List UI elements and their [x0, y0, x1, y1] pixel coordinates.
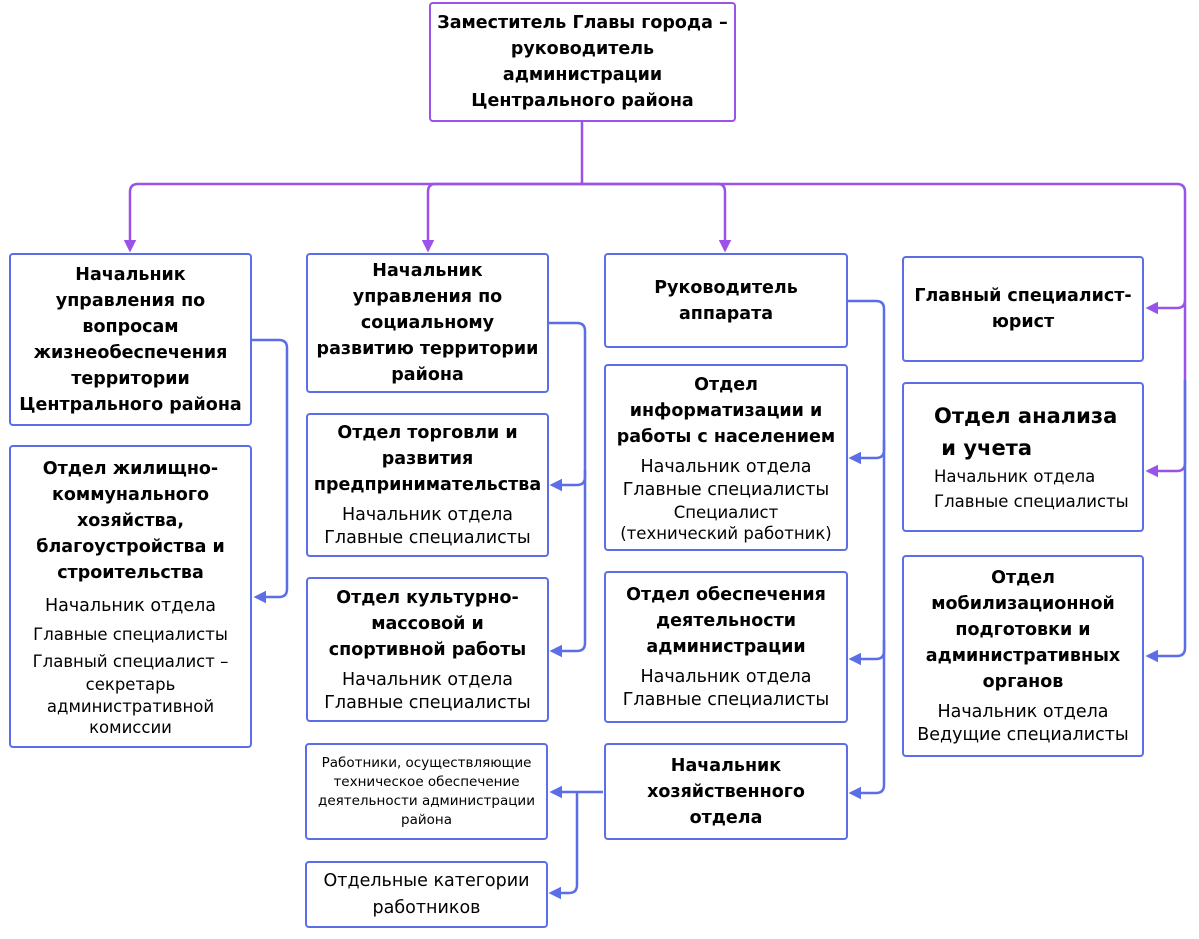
support-dept-title-line: администрации: [646, 637, 806, 657]
mobilization-dept-title-line: подготовки и: [955, 620, 1091, 640]
culture-dept-box: Отдел культурно- массовой и спортивной р…: [306, 577, 549, 722]
tech-workers-line: техническое обеспечение: [333, 773, 520, 790]
life-support-head-line: вопросам: [82, 316, 179, 337]
tech-workers-line: деятельности администрации: [318, 792, 535, 809]
life-support-head-line: территории: [71, 368, 190, 389]
household-head-line: отдела: [689, 807, 763, 828]
analysis-dept-staff-line: Начальник отдела: [934, 467, 1096, 486]
tech-workers-line: Работники, осуществляющие: [321, 754, 532, 771]
social-dev-head-line: социальному: [360, 313, 495, 333]
other-categories-box: Отдельные категории работников: [305, 861, 548, 928]
office-head-line: аппарата: [678, 303, 774, 324]
housing-dept-box: Отдел жилищно- коммунального хозяйства, …: [9, 445, 252, 748]
trade-dept-title-line: Отдел торговли и: [337, 423, 518, 443]
info-dept-box: Отдел информатизации и работы с населени…: [604, 364, 848, 551]
housing-dept-title-line: хозяйства,: [76, 510, 185, 531]
life-support-head-box: Начальник управления по вопросам жизнеоб…: [9, 253, 252, 426]
deputy-head-title-1: Заместитель Главы города –: [437, 13, 728, 33]
lawyer-box: Главный специалист- юрист: [902, 256, 1144, 362]
info-dept-title-line: Отдел: [694, 374, 758, 395]
social-dev-head-line: района: [391, 365, 464, 385]
household-head-box: Начальник хозяйственного отдела: [604, 743, 848, 840]
branch-col3: [582, 182, 732, 253]
culture-dept-title-line: спортивной работы: [328, 639, 527, 660]
housing-dept-staff-line: Начальник отдела: [44, 595, 217, 616]
other-categories-line: работников: [372, 897, 481, 918]
office-head-box: Руководитель аппарата: [604, 253, 848, 348]
analysis-dept-box: Отдел анализа и учета Начальник отдела Г…: [902, 382, 1144, 532]
analysis-dept-title-line: и учета: [934, 436, 1033, 460]
household-head-line: хозяйственного: [647, 781, 805, 802]
trade-dept-box: Отдел торговли и развития предпринимател…: [306, 413, 549, 557]
housing-dept-staff-line: административной: [46, 696, 215, 716]
info-dept-staff-line: (технический работник): [620, 523, 832, 543]
deputy-head-box: Заместитель Главы города – руководитель …: [429, 2, 736, 122]
trade-dept-staff-line: Начальник отдела: [341, 505, 514, 525]
other-categories-line: Отдельные категории: [323, 870, 530, 891]
info-dept-staff-line: Главные специалисты: [622, 479, 830, 500]
life-support-head-line: жизнеобеспечения: [33, 342, 228, 363]
culture-dept-title-line: массовой и: [371, 613, 484, 634]
social-dev-head-line: управления по: [352, 287, 503, 307]
analysis-dept-staff-line: Главные специалисты: [934, 492, 1129, 511]
trade-dept-staff-line: Главные специалисты: [324, 528, 531, 548]
housing-dept-title-line: коммунального: [52, 484, 209, 505]
info-dept-staff-line: Специалист: [673, 502, 779, 522]
housing-dept-title-line: благоустройства и: [36, 536, 225, 557]
analysis-dept-title-line: Отдел анализа: [934, 404, 1118, 428]
mobilization-dept-box: Отдел мобилизационной подготовки и админ…: [902, 555, 1144, 757]
trade-dept-title-line: предпринимательства: [313, 475, 542, 495]
deputy-head-title-4: Центрального района: [471, 91, 694, 111]
social-dev-head-box: Начальник управления по социальному разв…: [306, 253, 549, 393]
deputy-head-title-3: администрации: [502, 65, 663, 85]
mobilization-dept-title-line: административных: [925, 646, 1121, 666]
tech-workers-box: Работники, осуществляющие техническое об…: [305, 743, 548, 840]
household-head-line: Начальник: [670, 755, 782, 776]
lawyer-line: юрист: [991, 312, 1055, 332]
support-dept-box: Отдел обеспечения деятельности администр…: [604, 571, 848, 723]
housing-dept-staff-line: Главные специалисты: [33, 624, 228, 644]
support-dept-staff-line: Начальник отдела: [640, 667, 812, 687]
mobilization-dept-title-line: органов: [982, 672, 1064, 692]
info-dept-staff-line: Начальник отдела: [640, 456, 812, 477]
housing-dept-title-line: строительства: [57, 562, 204, 583]
support-dept-title-line: Отдел обеспечения: [626, 585, 826, 605]
deputy-head-title-2: руководитель: [510, 39, 655, 59]
social-dev-head-line: Начальник: [372, 261, 483, 281]
housing-dept-staff-line: Главный специалист –: [32, 651, 229, 671]
mobilization-dept-staff-line: Начальник отдела: [937, 702, 1109, 722]
social-dev-head-line: развитию территории: [316, 339, 539, 359]
branch-col2: [421, 182, 582, 253]
info-dept-title-line: информатизации и: [629, 400, 823, 421]
lawyer-line: Главный специалист-: [914, 286, 1132, 306]
life-support-head-line: Начальник: [75, 264, 186, 285]
housing-dept-staff-line: комиссии: [89, 717, 172, 737]
tech-workers-line: района: [401, 811, 452, 828]
housing-dept-title-line: Отдел жилищно-: [42, 458, 219, 479]
office-head-line: Руководитель: [654, 277, 798, 298]
mobilization-dept-title-line: мобилизационной: [931, 594, 1115, 614]
trade-dept-title-line: развития: [381, 449, 474, 469]
mobilization-dept-staff-line: Ведущие специалисты: [917, 725, 1129, 745]
support-dept-staff-line: Главные специалисты: [622, 690, 830, 710]
info-dept-title-line: работы с населением: [616, 426, 836, 447]
branch-col1: [123, 182, 582, 253]
life-support-head-line: Центрального района: [19, 394, 242, 415]
housing-dept-staff-line: секретарь: [85, 674, 176, 694]
culture-dept-staff-line: Начальник отдела: [341, 669, 514, 690]
mobilization-dept-title-line: Отдел: [991, 568, 1055, 588]
culture-dept-staff-line: Главные специалисты: [324, 692, 531, 713]
culture-dept-title-line: Отдел культурно-: [336, 587, 519, 608]
support-dept-title-line: деятельности: [655, 611, 797, 631]
life-support-head-line: управления по: [55, 290, 206, 311]
